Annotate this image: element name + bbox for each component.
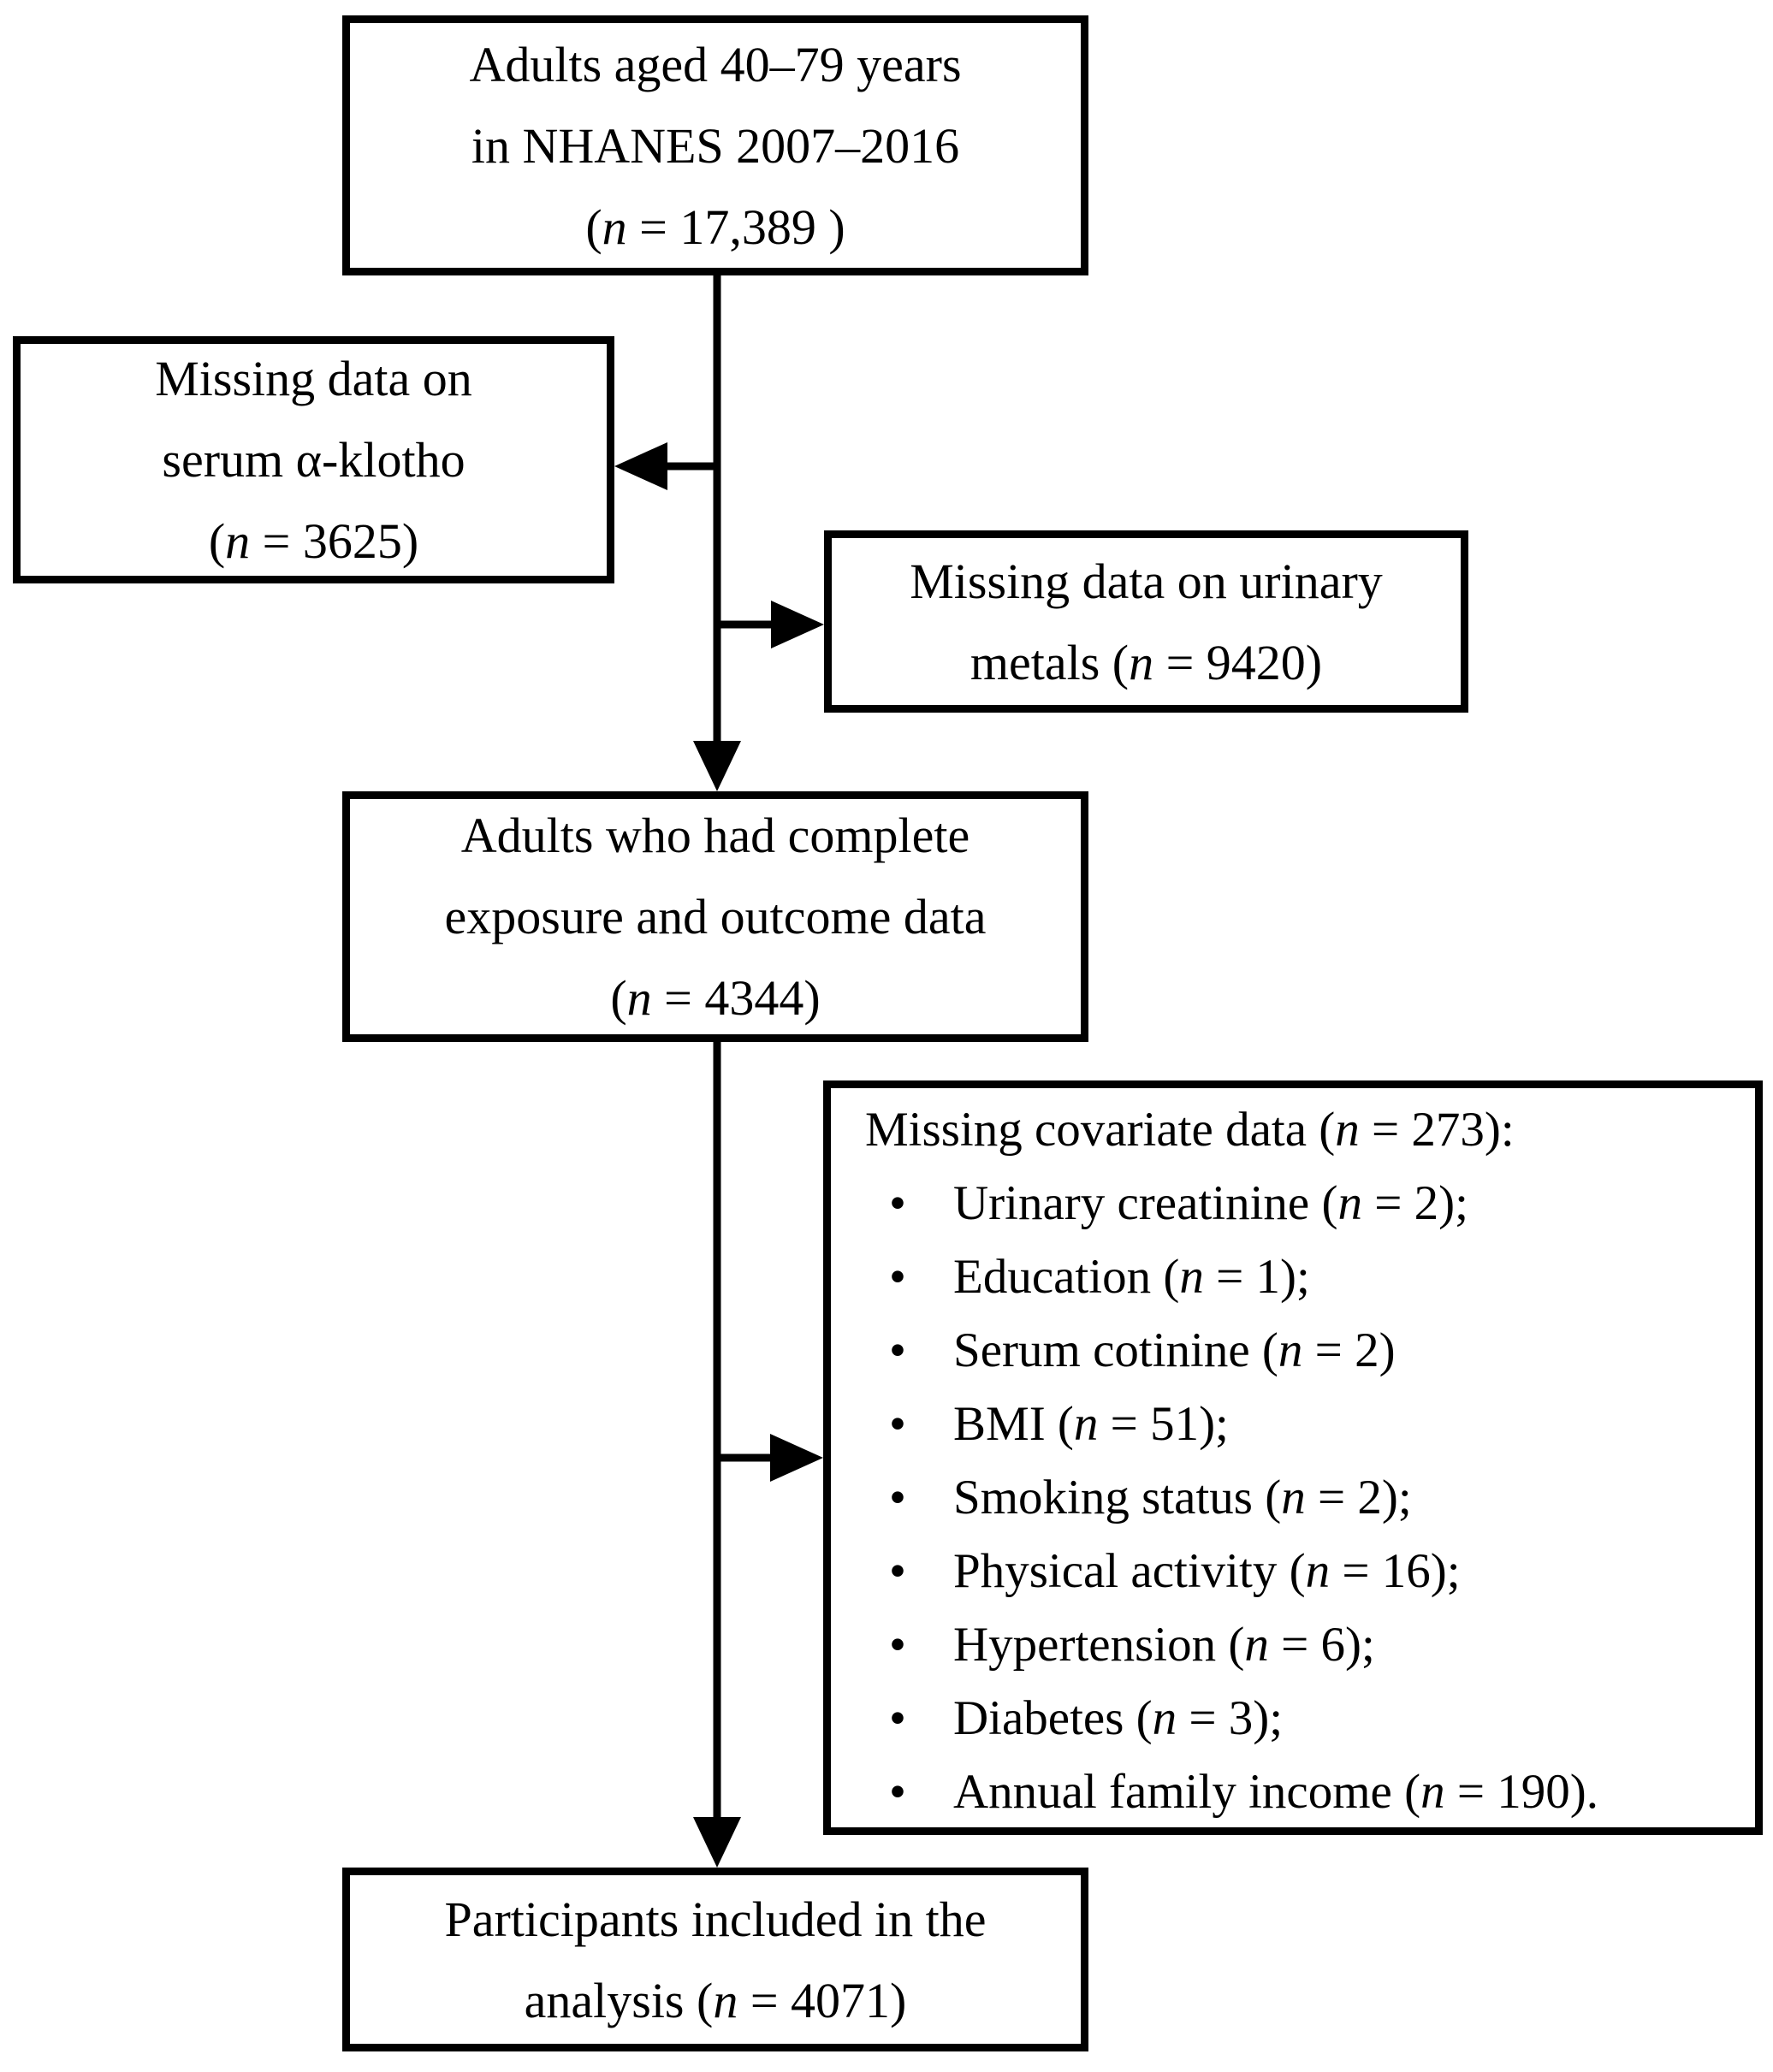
- covariate-item-label: Diabetes (n = 3);: [953, 1691, 1284, 1745]
- covariate-item-label: Smoking status (n = 2);: [953, 1471, 1412, 1524]
- covariate-item-label: Physical activity (n = 16);: [953, 1544, 1461, 1598]
- bullet-marker: •: [889, 1618, 906, 1672]
- covariate-item: • Urinary creatinine (n = 2);: [889, 1167, 1746, 1240]
- covariate-item: • Physical activity (n = 16);: [889, 1535, 1746, 1608]
- covariate-item: • Serum cotinine (n = 2): [889, 1314, 1746, 1388]
- covariate-item-label: Hypertension (n = 6);: [953, 1618, 1375, 1672]
- bullet-marker: •: [889, 1176, 906, 1230]
- arrowhead-down-complete: [693, 741, 741, 791]
- bullet-marker: •: [889, 1323, 906, 1377]
- covariate-item-label: BMI (n = 51);: [953, 1397, 1229, 1451]
- box-complete-exposure-outcome: Adults who had complete exposure and out…: [342, 791, 1088, 1042]
- bullet-marker: •: [889, 1250, 906, 1304]
- covariate-item-label: Annual family income (n = 190).: [953, 1765, 1598, 1819]
- population-line2: in NHANES 2007–2016: [471, 117, 960, 174]
- covariate-list: • Urinary creatinine (n = 2); • Education (…: [865, 1167, 1746, 1829]
- covariate-item: • Smoking status (n = 2);: [889, 1461, 1746, 1535]
- covariate-item: • Annual family income (n = 190).: [889, 1755, 1746, 1829]
- complete-n-count: (n = 4344): [610, 970, 821, 1026]
- covariate-item: • Education (n = 1);: [889, 1240, 1746, 1314]
- complete-line2: exposure and outcome data: [444, 889, 987, 944]
- bullet-marker: •: [889, 1691, 906, 1745]
- covariate-item-label: Serum cotinine (n = 2): [953, 1323, 1396, 1377]
- klotho-line2: serum α-klotho: [162, 432, 465, 488]
- metals-line2: metals (n = 9420): [970, 634, 1323, 690]
- covariate-item: • BMI (n = 51);: [889, 1388, 1746, 1461]
- box-nhanes-population: Adults aged 40–79 years in NHANES 2007–2…: [342, 15, 1088, 275]
- covariate-item-label: Education (n = 1);: [953, 1250, 1310, 1304]
- box-missing-urinary-metals: Missing data on urinary metals (n = 9420…: [824, 530, 1468, 713]
- bullet-marker: •: [889, 1471, 906, 1524]
- covariate-item-label: Urinary creatinine (n = 2);: [953, 1176, 1468, 1230]
- covariate-item: • Diabetes (n = 3);: [889, 1682, 1746, 1755]
- population-n-count: (n = 17,389 ): [585, 198, 845, 255]
- klotho-line1: Missing data on: [155, 351, 472, 406]
- arrowhead-right-covariates: [770, 1434, 823, 1482]
- included-line2: analysis (n = 4071): [524, 1972, 907, 2028]
- box-included-participants: Participants included in the analysis (n…: [342, 1868, 1088, 2051]
- arrowhead-down-included: [693, 1817, 741, 1868]
- metals-line1: Missing data on urinary: [910, 553, 1383, 609]
- bullet-marker: •: [889, 1544, 906, 1598]
- bullet-marker: •: [889, 1397, 906, 1451]
- covariates-header: Missing covariate data (n = 273):: [865, 1103, 1515, 1157]
- bullet-marker: •: [889, 1765, 906, 1819]
- arrowhead-left-klotho: [614, 442, 667, 490]
- population-line1: Adults aged 40–79 years: [469, 36, 962, 92]
- box-missing-covariates: Missing covariate data (n = 273): • Urina…: [823, 1080, 1763, 1835]
- complete-line1: Adults who had complete: [460, 808, 970, 863]
- klotho-n-count: (n = 3625): [208, 513, 419, 569]
- covariate-item: • Hypertension (n = 6);: [889, 1608, 1746, 1682]
- arrowhead-right-metals: [771, 601, 824, 648]
- included-line1: Participants included in the: [444, 1891, 987, 1947]
- box-missing-serum-klotho: Missing data on serum α-klotho (n = 3625…: [13, 336, 614, 583]
